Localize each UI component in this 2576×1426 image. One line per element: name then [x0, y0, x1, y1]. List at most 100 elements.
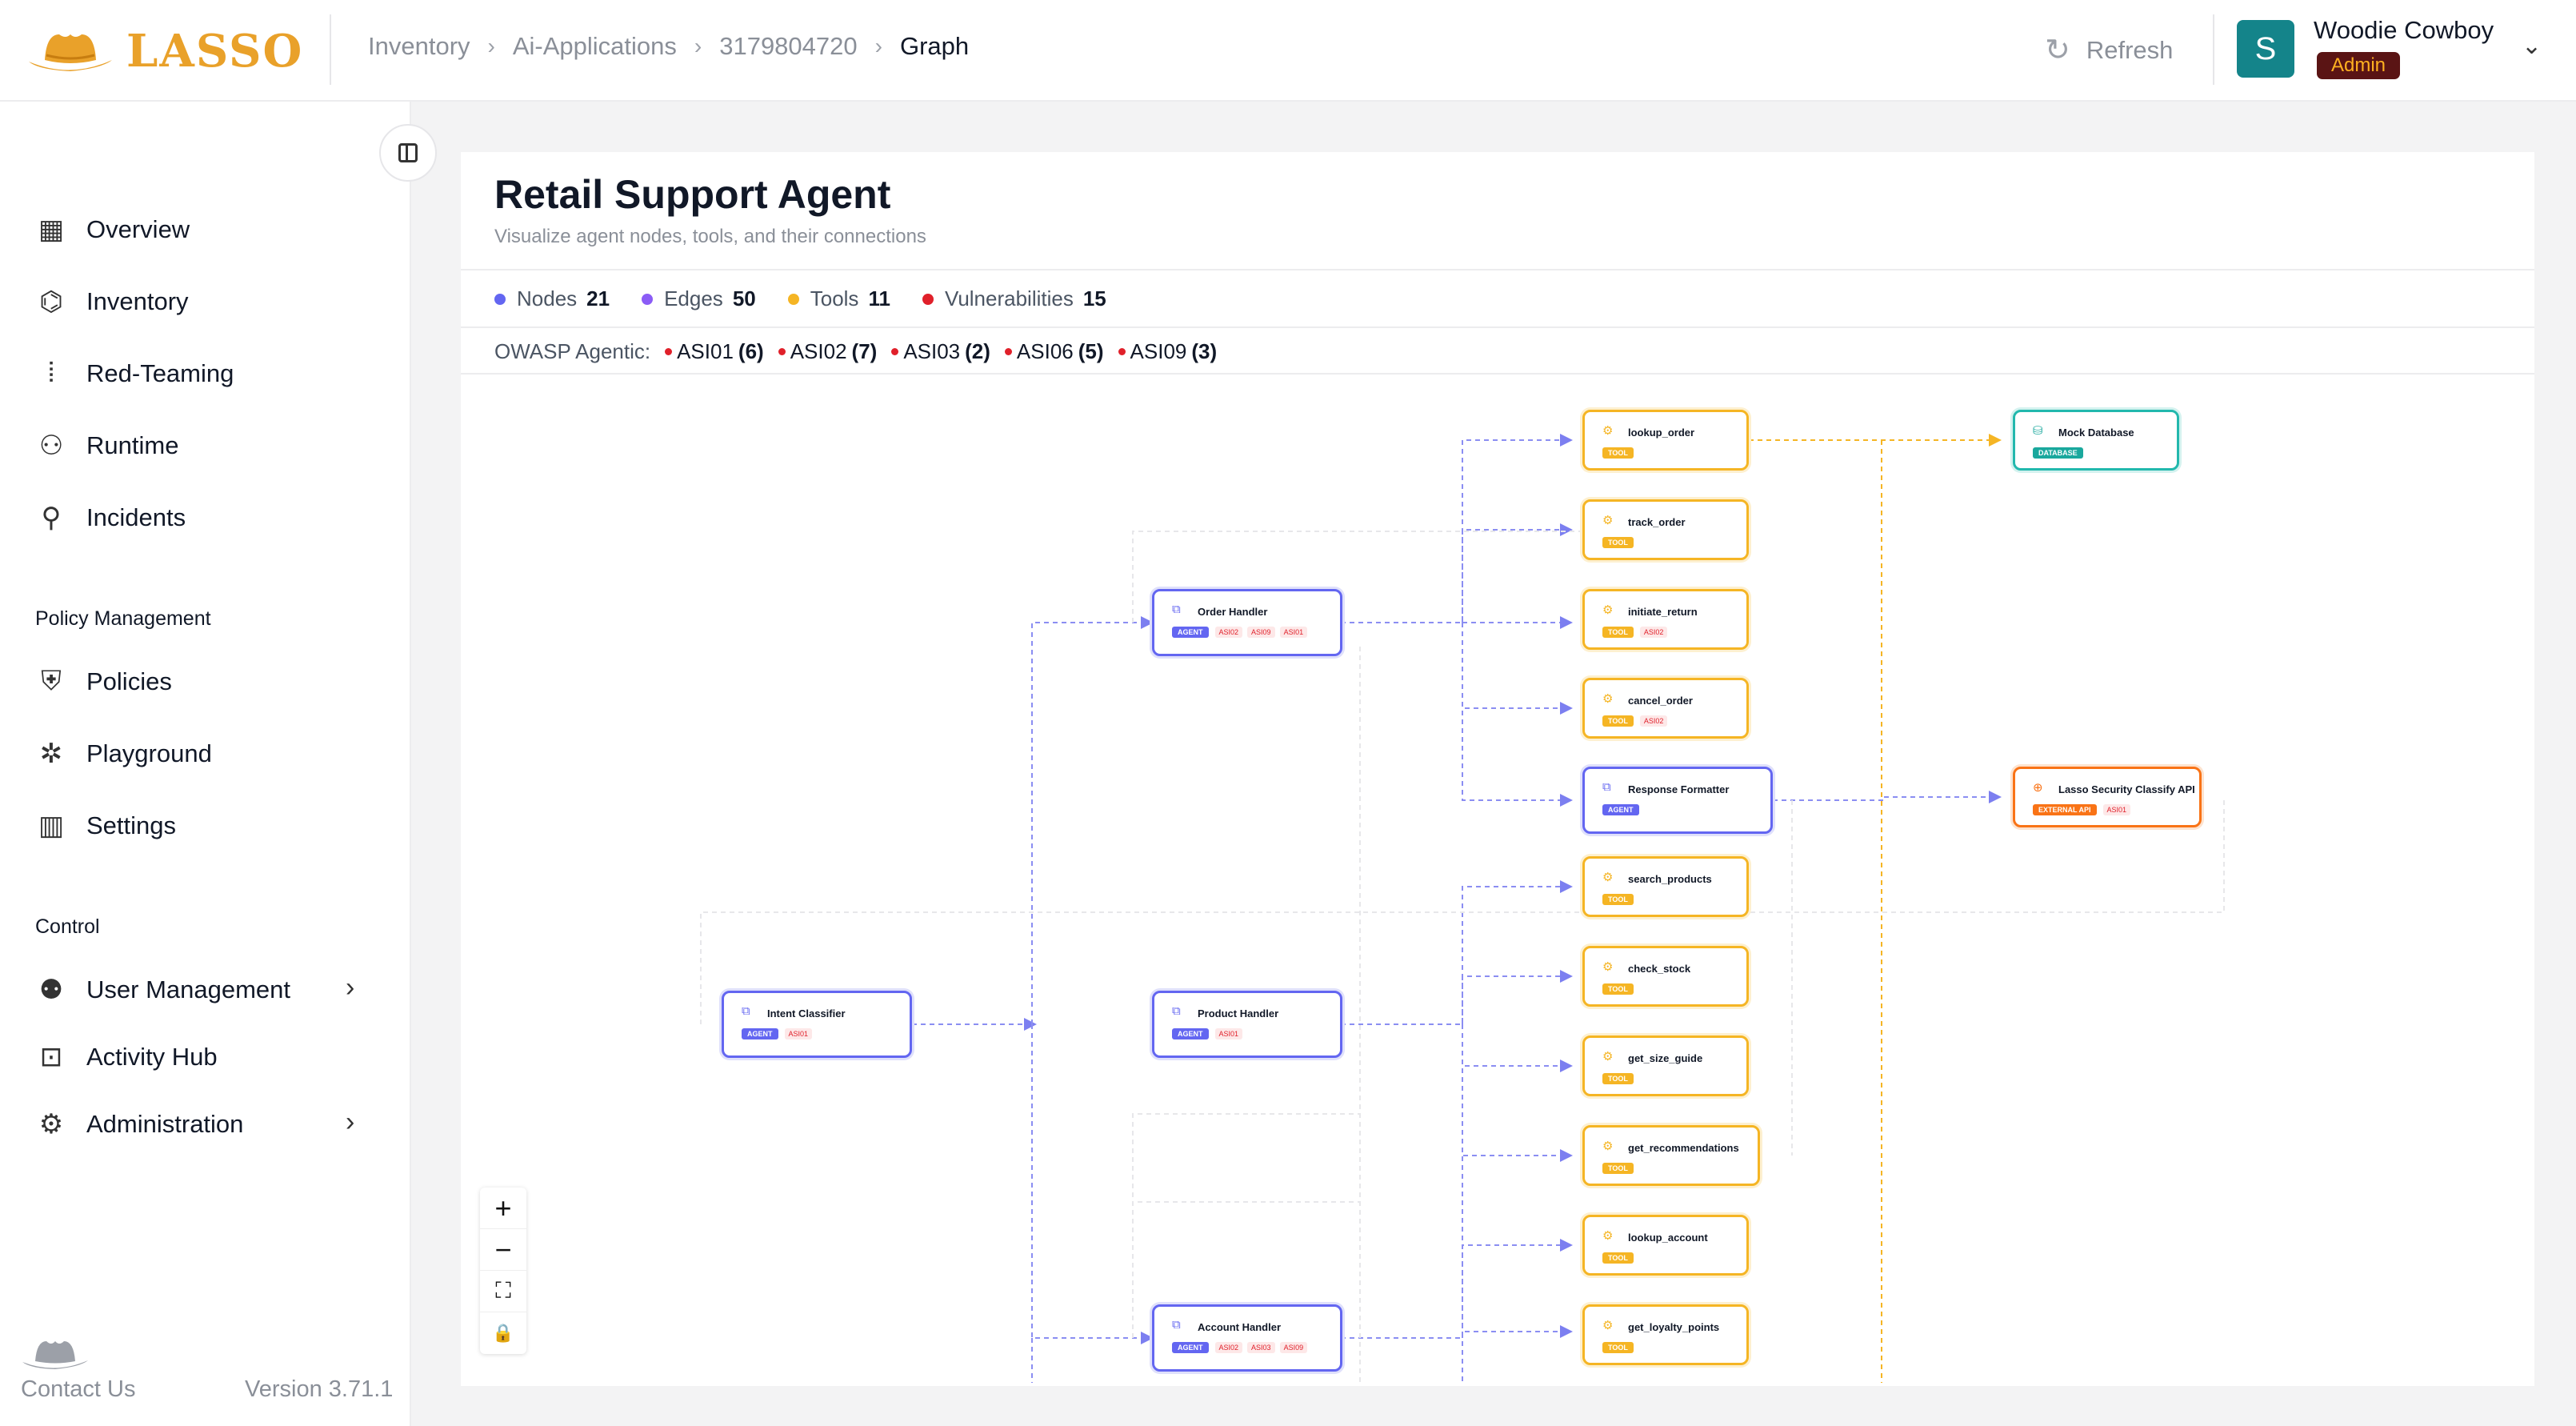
node-cancel-order[interactable]: ⚙ cancel_order TOOL ASI02 [1582, 678, 1749, 739]
node-type-badge: TOOL [1602, 715, 1634, 727]
owasp-count: (3) [1191, 339, 1218, 363]
vulnerability-badge: ASI09 [1247, 627, 1275, 638]
node-badges: TOOL ASI02 [1602, 715, 1672, 727]
graph-canvas[interactable]: ⧉ Intent Classifier AGENT ASI01 ⧉ Order … [461, 375, 2534, 1383]
tool-icon: ⚙ [1602, 1140, 1614, 1153]
owasp-code: ASI06 [1016, 339, 1074, 363]
sidebar-item-playground[interactable]: ✲ Playground [34, 738, 212, 770]
users-icon: ⚉ [38, 975, 64, 1005]
owasp-count: (7) [851, 339, 878, 363]
node-initiate-return[interactable]: ⚙ initiate_return TOOL ASI02 [1582, 589, 1749, 650]
sidebar-item-user-management[interactable]: ⚉ User Management [34, 974, 290, 1006]
graph-edges [700, 434, 2225, 1383]
owasp-tag[interactable]: ASI01(6) [665, 339, 764, 364]
node-lookup-account[interactable]: ⚙ lookup_account TOOL [1582, 1215, 1749, 1276]
fit-view-button[interactable]: ⛶ [480, 1271, 526, 1312]
node-check-stock[interactable]: ⚙ check_stock TOOL [1582, 946, 1749, 1007]
node-title: track_order [1628, 516, 1686, 528]
tool-icon: ⚙ [1602, 514, 1614, 527]
breadcrumb-app-id[interactable]: 3179804720 [719, 32, 858, 60]
tool-icon: ⚙ [1602, 424, 1614, 438]
agent-icon: ⧉ [1172, 1004, 1181, 1018]
sidebar-item-settings[interactable]: ▥ Settings [34, 810, 176, 842]
breadcrumb-inventory[interactable]: Inventory [368, 32, 470, 60]
breadcrumb-ai-applications[interactable]: Ai-Applications [512, 32, 677, 60]
stat-value: 15 [1082, 286, 1106, 310]
sidebar-item-label: Red-Teaming [86, 359, 234, 387]
node-lasso-security-classify-api[interactable]: ⊕ Lasso Security Classify API EXTERNAL A… [2013, 767, 2202, 827]
chevron-right-icon[interactable]: › [346, 1107, 355, 1137]
zoom-out-button[interactable]: − [480, 1229, 526, 1271]
node-type-badge: TOOL [1602, 894, 1634, 905]
node-type-badge: TOOL [1602, 983, 1634, 995]
owasp-tag[interactable]: ASI02(7) [778, 339, 878, 364]
panel-toggle-icon [398, 143, 418, 162]
section-control: Control [35, 915, 100, 938]
node-get-recommendations[interactable]: ⚙ get_recommendations TOOL [1582, 1125, 1760, 1186]
agent-icon: ⧉ [1602, 780, 1611, 794]
refresh-icon: ↻ [2045, 34, 2070, 67]
node-type-badge: DATABASE [2033, 447, 2083, 459]
node-get-size-guide[interactable]: ⚙ get_size_guide TOOL [1582, 1035, 1749, 1096]
sidebar-item-incidents[interactable]: ⚲ Incidents [34, 502, 186, 534]
user-name[interactable]: Woodie Cowboy [2314, 16, 2494, 44]
divider [461, 373, 2534, 375]
node-order-handler[interactable]: ⧉ Order Handler AGENT ASI02 ASI09 ASI01 [1152, 589, 1342, 656]
refresh-label: Refresh [2086, 35, 2174, 64]
node-search-products[interactable]: ⚙ search_products TOOL [1582, 856, 1749, 917]
owasp-tag[interactable]: ASI09(3) [1118, 339, 1218, 364]
node-title: initiate_return [1628, 606, 1698, 618]
owasp-code: ASI01 [677, 339, 734, 363]
lock-button[interactable]: 🔒 [492, 1323, 514, 1343]
sidebar-item-policies[interactable]: ⛨ Policies [34, 666, 172, 697]
ferris-wheel-icon: ✲ [39, 739, 63, 769]
dot-icon [665, 348, 673, 355]
zoom-in-button[interactable]: + [480, 1188, 526, 1229]
graph-stats: Nodes 21 Edges 50 Tools 11 Vulnerabiliti… [494, 286, 1138, 311]
cubes-icon: ⌬ [39, 286, 63, 317]
shield-icon: ⛨ [41, 666, 62, 696]
node-product-handler[interactable]: ⧉ Product Handler AGENT ASI01 [1152, 991, 1342, 1058]
stat-value: 50 [732, 286, 756, 310]
sidebar-item-administration[interactable]: ⚙ Administration [34, 1108, 244, 1140]
sidebar-item-label: Administration [86, 1110, 244, 1138]
avatar[interactable]: S [2237, 20, 2294, 78]
dot-icon [1004, 348, 1012, 355]
sidebar-item-inventory[interactable]: ⌬ Inventory [34, 286, 189, 318]
node-mock-database[interactable]: ⛁ Mock Database DATABASE [2013, 410, 2179, 471]
chevron-right-icon[interactable]: › [346, 972, 355, 1003]
sidebar-collapse-button[interactable] [379, 124, 437, 182]
tool-icon: ⚙ [1602, 1229, 1614, 1243]
node-lookup-order[interactable]: ⚙ lookup_order TOOL [1582, 410, 1749, 471]
stat-nodes: Nodes 21 [494, 286, 610, 311]
contact-us-link[interactable]: Contact Us [21, 1376, 136, 1402]
sidebar-item-runtime[interactable]: ⚇ Runtime [34, 430, 179, 462]
cowboy-hat-icon [22, 1341, 88, 1369]
owasp-count: (5) [1078, 339, 1104, 363]
sidebar-item-activity-hub[interactable]: ⊡ Activity Hub [34, 1041, 218, 1073]
node-type-badge: EXTERNAL API [2033, 804, 2097, 815]
sidebar-item-label: Inventory [86, 287, 189, 315]
owasp-tag[interactable]: ASI06(5) [1004, 339, 1104, 364]
chevron-down-icon[interactable]: ⌄ [2522, 33, 2542, 59]
section-policy-management: Policy Management [35, 607, 211, 630]
refresh-button[interactable]: ↻ Refresh [2045, 32, 2173, 68]
node-get-loyalty-points[interactable]: ⚙ get_loyalty_points TOOL [1582, 1304, 1749, 1365]
node-badges: AGENT ASI01 [1172, 1028, 1247, 1039]
node-badges: TOOL [1602, 537, 1640, 548]
node-title: check_stock [1628, 963, 1691, 975]
node-account-handler[interactable]: ⧉ Account Handler AGENT ASI02 ASI03 ASI0… [1152, 1304, 1342, 1372]
node-track-order[interactable]: ⚙ track_order TOOL [1582, 499, 1749, 560]
owasp-tag[interactable]: ASI03(2) [891, 339, 990, 364]
node-title: get_size_guide [1628, 1052, 1703, 1064]
node-badges: TOOL [1602, 1073, 1640, 1084]
lasso-logo[interactable]: LASSO [22, 18, 303, 85]
node-response-formatter[interactable]: ⧉ Response Formatter AGENT [1582, 767, 1773, 834]
node-title: Intent Classifier [767, 1007, 846, 1019]
sidebar-item-overview[interactable]: ▦ Overview [34, 214, 190, 246]
node-intent-classifier[interactable]: ⧉ Intent Classifier AGENT ASI01 [722, 991, 912, 1058]
node-type-badge: TOOL [1602, 1073, 1634, 1084]
sidebar-item-red-teaming[interactable]: ⦙ Red-Teaming [34, 358, 234, 389]
columns-icon: ▥ [38, 811, 65, 841]
node-badges: AGENT ASI01 [742, 1028, 817, 1039]
